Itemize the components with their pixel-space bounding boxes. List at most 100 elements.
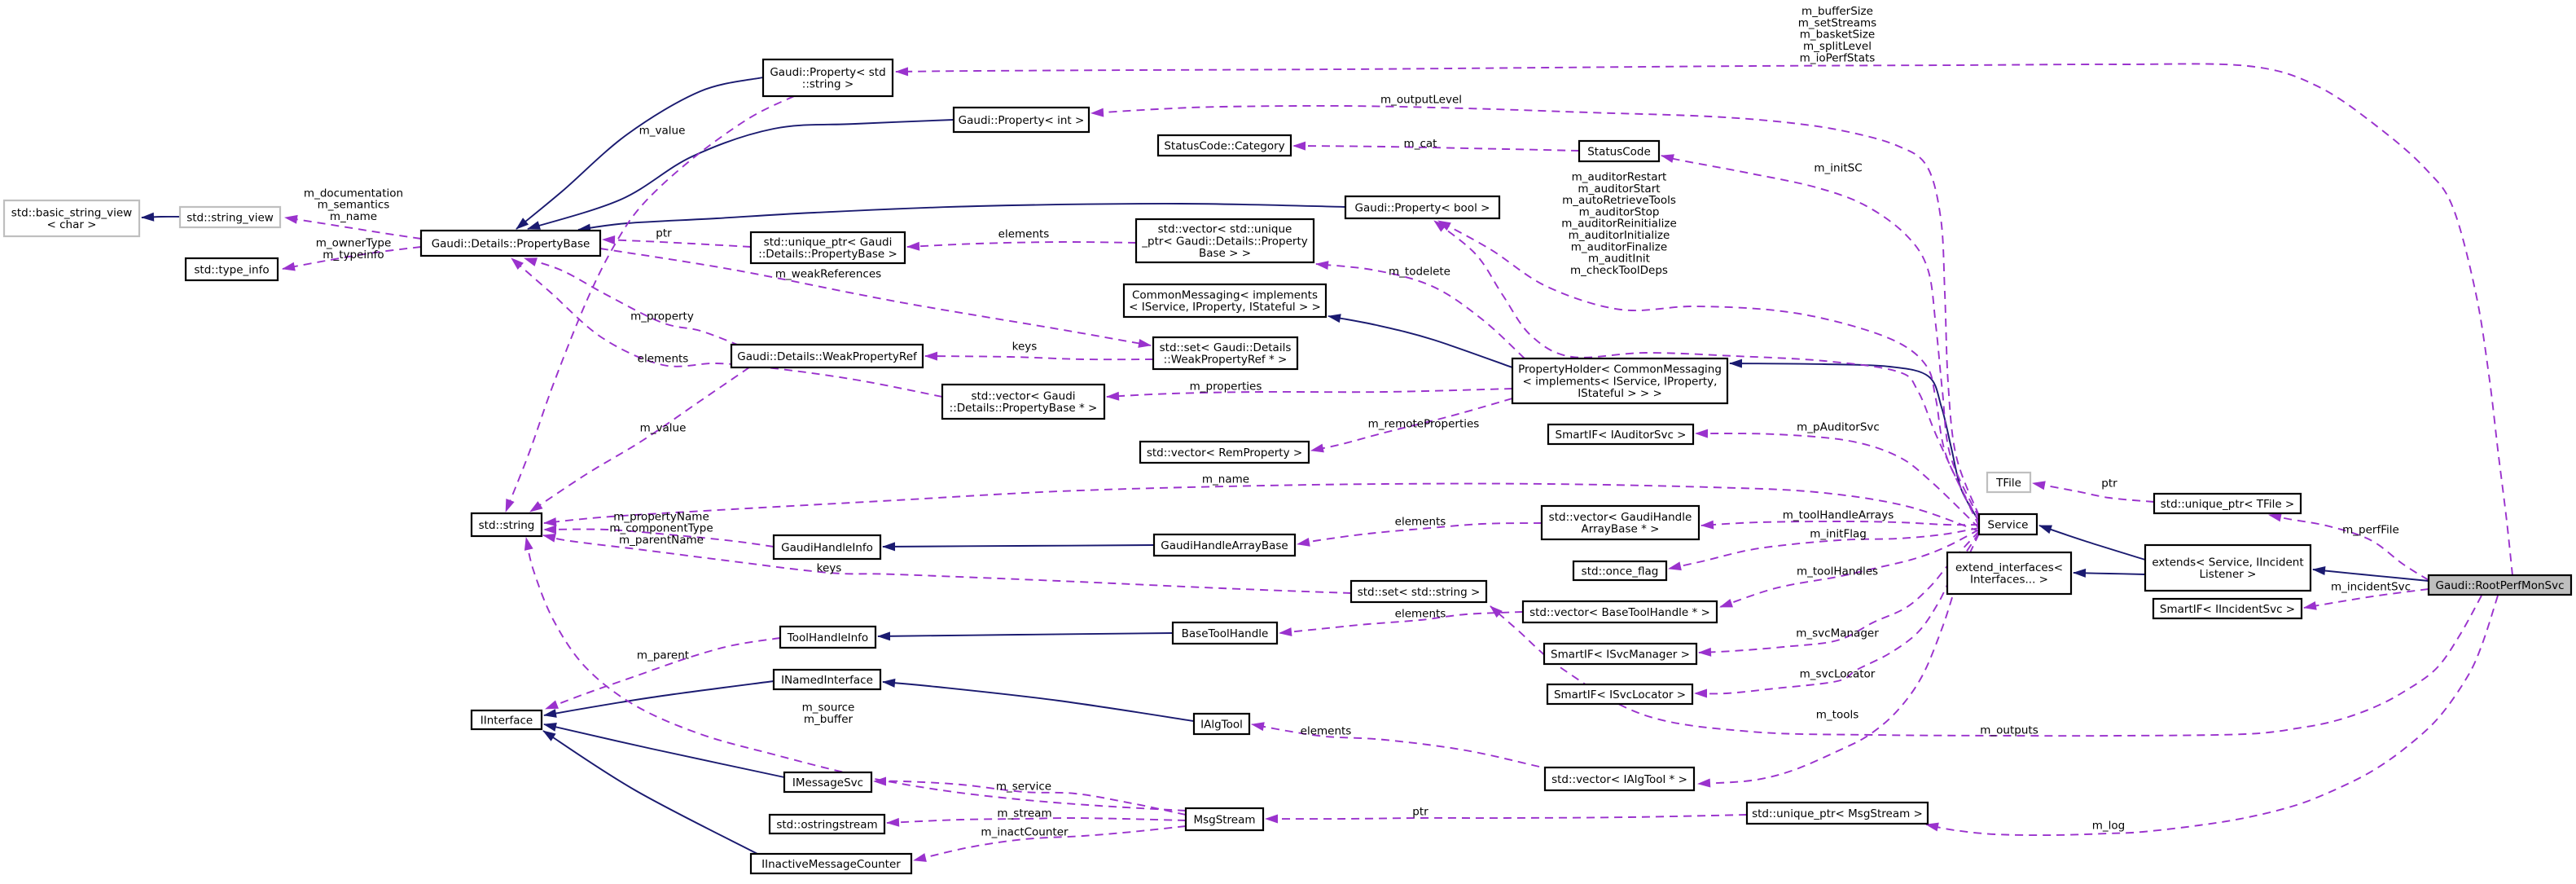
edge-line-usage — [1292, 141, 1580, 152]
node-box — [1511, 357, 1729, 405]
node-gaudi-handle-array-base[interactable]: GaudiHandleArrayBase — [1152, 533, 1297, 557]
node-common-messaging[interactable]: CommonMessaging< implements < IService, … — [1122, 283, 1327, 319]
node-label: std::set< std::string > — [1358, 586, 1481, 599]
node-box — [1540, 504, 1701, 541]
node-service[interactable]: Service — [1977, 512, 2038, 536]
node-property-int[interactable]: Gaudi::Property< int > — [952, 106, 1091, 134]
node-tfile[interactable]: TFile — [1986, 471, 2032, 494]
node-property-base[interactable]: Gaudi::Details::PropertyBase — [419, 229, 602, 257]
edge-rootperfmonsvc-to-extends — [2312, 566, 2429, 582]
edge-service-to-smartifauditorsvc: m_pAuditorSvc — [1695, 421, 1980, 529]
edge-line-usage — [545, 637, 781, 710]
node-vector-basetoolhandle[interactable]: std::vector< BaseToolHandle * > — [1521, 600, 1718, 624]
node-smartif-iincidentsvc[interactable]: SmartIF< IIncidentSvc > — [2152, 597, 2303, 620]
node-box — [1546, 683, 1694, 706]
node-box — [1122, 283, 1327, 319]
edge-service-to-propertybool: m_auditorRestart m_auditorStart m_autoRe… — [1433, 171, 1980, 527]
node-iinactive-message-counter[interactable]: IInactiveMessageCounter — [749, 852, 913, 875]
node-label: TFile — [1995, 477, 2021, 490]
node-unique-ptr-propertybase[interactable]: std::unique_ptr< Gaudi ::Details::Proper… — [749, 231, 906, 265]
node-smartif-isvcmanager[interactable]: SmartIF< ISvcManager > — [1543, 642, 1698, 666]
node-property-holder[interactable]: PropertyHolder< CommonMessaging < implem… — [1511, 357, 1729, 405]
node-vector-gaudihandlearraybase[interactable]: std::vector< GaudiHandle ArrayBase * > — [1540, 504, 1701, 541]
node-gaudi-handle-info[interactable]: GaudiHandleInfo — [772, 534, 882, 561]
node-label: std::type_info — [194, 263, 269, 276]
edge-label: m_semantics — [318, 199, 390, 212]
node-box — [419, 229, 602, 257]
edge-label: m_buffer — [804, 713, 854, 726]
edge-vectorghab-to-ghab: elements — [1297, 516, 1543, 547]
edge-label: m_service — [996, 781, 1051, 794]
node-std-string[interactable]: std::string — [470, 512, 543, 538]
edge-line-usage — [2268, 512, 2429, 581]
edge-label: m_bufferSize — [1801, 5, 1873, 18]
edge-propertybool-to-propertybase — [577, 203, 1346, 233]
node-label: GaudiHandleInfo — [781, 541, 873, 554]
node-set-string[interactable]: std::set< std::string > — [1349, 579, 1488, 604]
edge-line-usage — [1661, 154, 1980, 519]
node-ostringstream[interactable]: std::ostringstream — [768, 813, 886, 835]
node-statuscode-category[interactable]: StatusCode::Category — [1156, 134, 1292, 157]
node-inamed-interface[interactable]: INamedInterface — [772, 668, 882, 691]
edge-uniqueptrmsgstream-to-msgstream: ptr — [1265, 806, 1748, 824]
node-box — [1521, 600, 1718, 624]
node-root-perf-mon-svc[interactable]: Gaudi::RootPerfMonSvc — [2427, 574, 2573, 596]
edge-gaudihandleinfo-to-stdstring: m_propertyName m_componentType m_parentN… — [543, 510, 775, 548]
edge-label: m_log — [2092, 820, 2125, 833]
edge-label: m_svcManager — [1796, 627, 1879, 640]
edge-msgstream-to-stdstring: m_source m_buffer — [524, 537, 1187, 811]
edge-propertybase-to-setwpr: m_weakReferences — [599, 248, 1152, 348]
node-extends-service-iincidentlistener[interactable]: extends< Service, IIncident Listener > — [2144, 543, 2312, 592]
node-label: std::vector< IAlgTool * > — [1551, 773, 1687, 786]
node-basic-string-view[interactable]: std::basic_string_view < char > — [2, 199, 141, 238]
node-unique-ptr-msgstream[interactable]: std::unique_ptr< MsgStream > — [1745, 801, 1929, 825]
node-ialgtool[interactable]: IAlgTool — [1192, 712, 1251, 736]
node-box — [470, 709, 543, 731]
node-weak-property-ref[interactable]: Gaudi::Details::WeakPropertyRef — [730, 343, 924, 369]
edge-label: m_documentation — [304, 187, 403, 200]
node-vector-ialgtool[interactable]: std::vector< IAlgTool * > — [1543, 766, 1696, 792]
edge-label: m_toolHandles — [1797, 565, 1878, 578]
node-set-weak-property-ref[interactable]: std::set< Gaudi::Details ::WeakPropertyR… — [1152, 336, 1299, 371]
node-statuscode[interactable]: StatusCode — [1578, 139, 1661, 163]
edge-line-usage — [1315, 261, 1525, 359]
edge-msgstream-to-ostringstream: m_stream — [886, 807, 1187, 827]
node-smartif-isvclocator[interactable]: SmartIF< ISvcLocator > — [1546, 683, 1694, 706]
edge-vectorpb-to-propertybase: elements — [511, 257, 943, 398]
node-imessagesvc[interactable]: IMessageSvc — [783, 771, 873, 794]
node-vector-remproperty[interactable]: std::vector< RemProperty > — [1139, 440, 1310, 464]
node-label: std::vector< Gaudi — [971, 390, 1075, 403]
node-msgstream[interactable]: MsgStream — [1184, 807, 1265, 832]
edge-service-to-stdstring: m_name — [543, 473, 1980, 532]
edge-label: m_value — [639, 125, 686, 138]
edge-line-usage — [924, 351, 1154, 361]
node-vector-unique-ptr-propertybase[interactable]: std::vector< std::unique _ptr< Gaudi::De… — [1134, 218, 1315, 264]
edge-gaudihandlearraybase-to-gaudihandleinfo — [882, 542, 1155, 552]
edge-label: m_weakReferences — [775, 268, 881, 281]
node-box — [178, 205, 282, 229]
node-property-string[interactable]: Gaudi::Property< std ::string > — [761, 58, 894, 98]
node-type-info[interactable]: std::type_info — [184, 257, 279, 282]
node-smartif-iauditorsvc[interactable]: SmartIF< IAuditorSvc > — [1547, 423, 1695, 446]
edge-rootperfmonsvc-to-uniqueptrmsgstream: m_log — [1925, 595, 2499, 837]
edge-label: m_outputLevel — [1380, 94, 1462, 107]
node-string-view[interactable]: std::string_view — [178, 205, 282, 229]
node-vector-propertybase[interactable]: std::vector< Gaudi ::Details::PropertyBa… — [941, 383, 1106, 420]
node-unique-ptr-tfile[interactable]: std::unique_ptr< TFile > — [2153, 492, 2302, 515]
node-iinterface[interactable]: IInterface — [470, 709, 543, 731]
node-once-flag[interactable]: std::once_flag — [1572, 560, 1668, 582]
edge-line-usage — [1437, 220, 1980, 523]
edge-label: ptr — [656, 227, 672, 240]
edge-ialgtool-to-inamedinterface — [882, 678, 1195, 722]
node-tool-handle-info[interactable]: ToolHandleInfo — [779, 625, 877, 649]
node-label: Gaudi::RootPerfMonSvc — [2435, 579, 2564, 592]
node-box — [1156, 134, 1292, 157]
edge-line-usage — [1695, 429, 1980, 529]
node-label: StatusCode — [1587, 145, 1651, 158]
node-label: < IService, IProperty, IStateful > > — [1129, 301, 1321, 314]
node-extend-interfaces[interactable]: extend_interfaces< Interfaces... > — [1946, 551, 2073, 596]
edge-label: m_todelete — [1389, 266, 1450, 279]
node-property-bool[interactable]: Gaudi::Property< bool > — [1344, 195, 1501, 220]
node-base-tool-handle[interactable]: BaseToolHandle — [1171, 621, 1279, 645]
